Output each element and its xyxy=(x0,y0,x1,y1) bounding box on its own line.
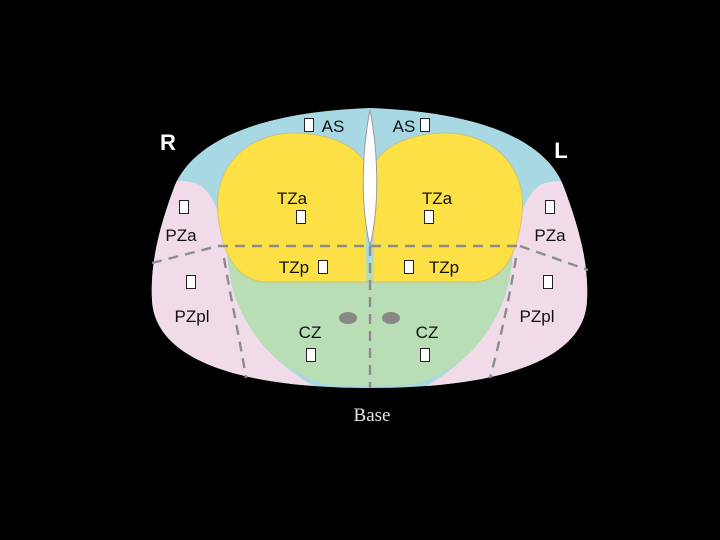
zone-marker-box xyxy=(179,200,189,214)
pz-divider-left-lower xyxy=(488,257,518,379)
transition-zone-left xyxy=(374,133,523,282)
left-side-label: L xyxy=(554,138,568,163)
ejaculatory-duct-right xyxy=(339,312,357,324)
zone-label-pzpl-left: PZpl xyxy=(519,307,555,326)
pz-divider-left-upper xyxy=(519,244,589,272)
zone-marker-box xyxy=(424,210,434,224)
zone-label-as-left: AS xyxy=(392,117,416,136)
zone-marker-box xyxy=(404,260,414,274)
zone-marker-box xyxy=(420,348,430,362)
zone-label-cz-right: CZ xyxy=(298,323,322,342)
zone-dividers xyxy=(151,244,589,388)
zone-marker-box xyxy=(296,210,306,224)
zone-label-tza-right: TZa xyxy=(276,189,308,208)
base-label: Base xyxy=(353,405,391,426)
transition-zone-right xyxy=(217,133,366,282)
zone-label-cz-left: CZ xyxy=(415,323,439,342)
zone-label-as-right: AS xyxy=(321,117,345,136)
zone-marker-box xyxy=(545,200,555,214)
zone-marker-box xyxy=(420,118,430,132)
ejaculatory-duct-left xyxy=(382,312,400,324)
zone-marker-box xyxy=(304,118,314,132)
zone-label-tzp-left: TZp xyxy=(428,258,460,277)
zone-label-pzpl-right: PZpl xyxy=(174,307,210,326)
zone-marker-box xyxy=(186,275,196,289)
pz-divider-right-lower xyxy=(222,257,248,379)
zone-label-pza-right: PZa xyxy=(165,226,197,245)
right-side-label: R xyxy=(160,130,176,155)
pz-divider-right-upper xyxy=(151,244,219,265)
zone-marker-box xyxy=(318,260,328,274)
zone-label-tzp-right: TZp xyxy=(278,258,310,277)
zone-marker-box xyxy=(543,275,553,289)
zone-marker-box xyxy=(306,348,316,362)
zone-label-tza-left: TZa xyxy=(421,189,453,208)
zone-label-pza-left: PZa xyxy=(534,226,566,245)
